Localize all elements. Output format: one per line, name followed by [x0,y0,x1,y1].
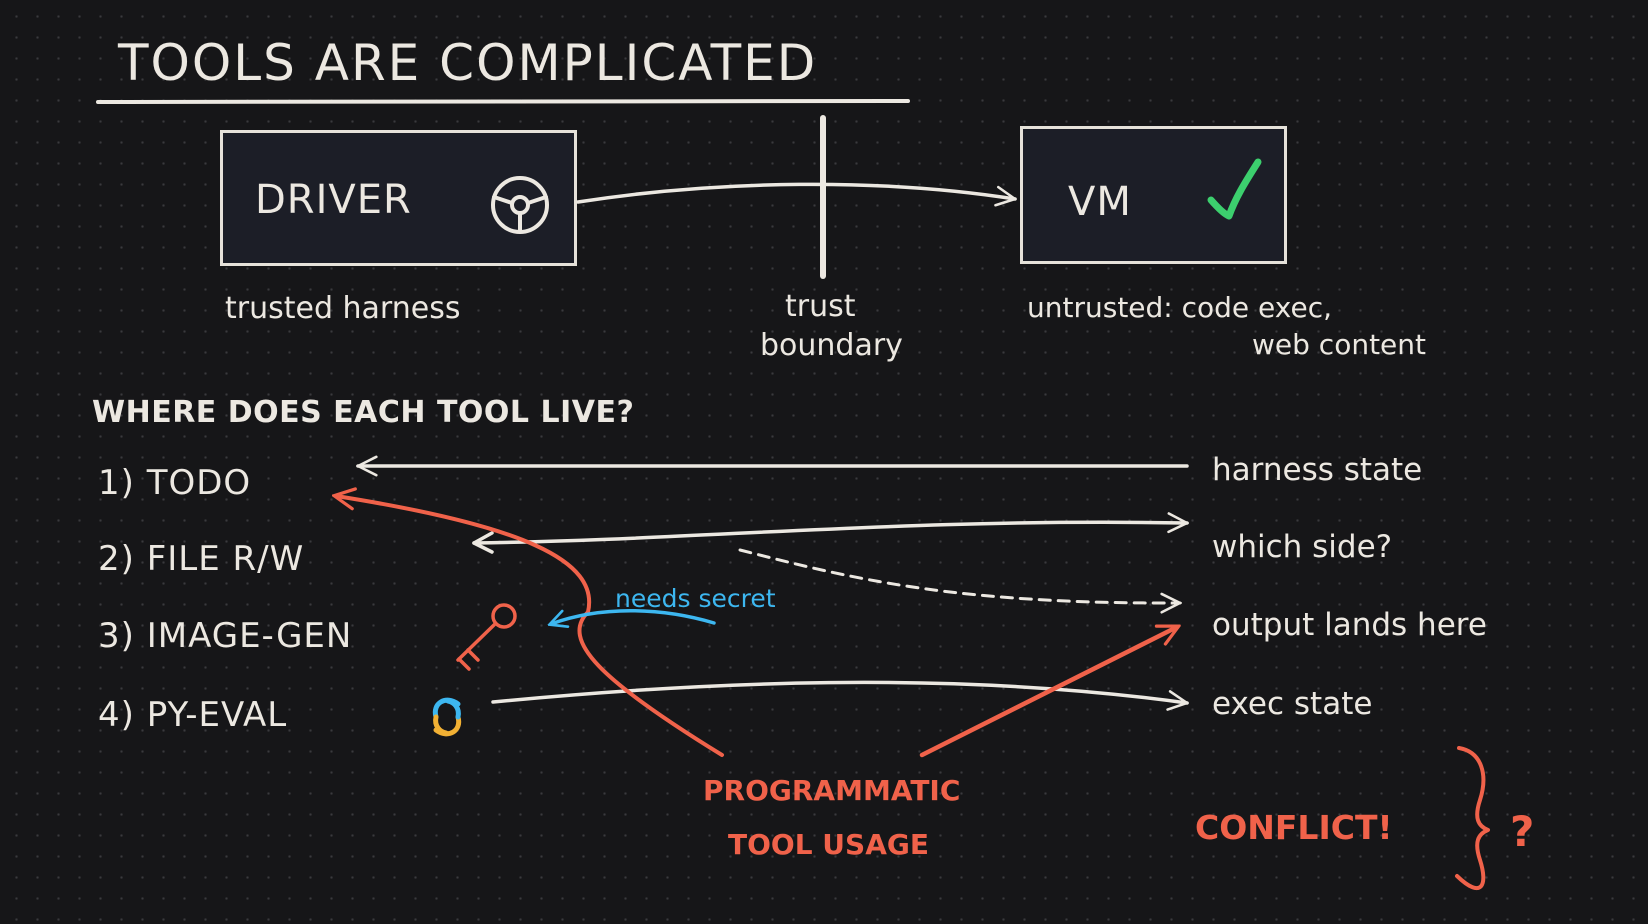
driver-caption: trusted harness [225,291,461,326]
diagram-title: TOOLS ARE COMPLICATED [118,34,818,92]
tool-image-gen: 3) IMAGE-GEN [98,616,353,656]
key-icon [456,603,517,671]
programmatic-to-output-arrow [919,627,1177,758]
side-which-side: which side? [1212,529,1393,565]
conflict-brace [1455,746,1490,891]
boundary-caption-line1: trust [785,289,856,324]
programmatic-line2: TOOL USAGE [728,828,929,861]
section-heading: WHERE DOES EACH TOOL LIVE? [92,395,635,430]
vm-caption-line1: untrusted: code exec, [1027,291,1333,324]
programmatic-line1: PROGRAMMATIC [703,774,961,807]
python-icon [432,697,462,737]
side-output-lands-here: output lands here [1212,607,1487,643]
side-harness-state: harness state [1212,452,1423,488]
programmatic-to-todo-arrow [336,496,724,757]
tool-py-eval: 4) PY-EVAL [98,695,288,735]
tool-todo: 1) TODO [98,463,252,503]
driver-label: DRIVER [255,177,412,223]
boundary-caption-line2: boundary [760,328,903,363]
needs-secret-label: needs secret [615,584,776,613]
checkmark-icon [1207,158,1262,220]
conflict-label: CONFLICT! [1195,808,1393,847]
driver-to-vm-arrow [576,182,1015,202]
tool-file-rw: 2) FILE R/W [98,539,305,579]
question-mark: ? [1510,807,1535,856]
which-side-double-arrow [472,522,1187,545]
title-underline [96,99,910,104]
vm-label: VM [1068,179,1132,225]
needs-secret-arrow [551,609,716,624]
pyeval-to-exec-arrow [491,680,1187,703]
steering-wheel-icon [491,176,549,234]
vm-caption-line2: web content [1252,328,1427,361]
output-dashed-arrow [738,548,1180,603]
vm-box [1020,126,1287,264]
side-exec-state: exec state [1212,686,1373,722]
